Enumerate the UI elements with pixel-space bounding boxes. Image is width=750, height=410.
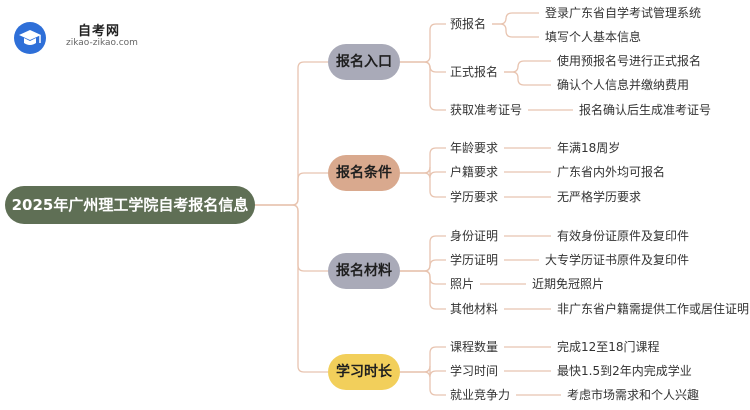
leaf-node: 近期免冠照片 (532, 277, 605, 291)
logo-name: 自考网 (78, 24, 121, 39)
leaf-node: 考虑市场需求和个人兴趣 (567, 388, 700, 402)
leaf-node: 填写个人基本信息 (545, 30, 642, 44)
sub-to-leaf-line (504, 60, 551, 73)
category-to-sub-line (400, 61, 446, 73)
sub-node: 户籍要求 (450, 165, 499, 179)
category-to-sub-line (400, 235, 446, 272)
leaf-node: 大专学历证书原件及复印件 (545, 253, 690, 267)
leaf-node: 完成12至18门课程 (557, 340, 660, 354)
leaf-node: 报名确认后生成准考证号 (579, 103, 712, 117)
sub-to-leaf-line (492, 12, 539, 25)
category-to-sub-line (400, 371, 446, 396)
leaf-node: 登录广东省自学考试管理系统 (545, 6, 702, 20)
sub-to-leaf-line (492, 23, 539, 38)
leaf-node: 广东省内外均可报名 (557, 165, 666, 179)
leaf-node: 有效身份证原件及复印件 (557, 229, 690, 243)
category-to-sub-line (400, 270, 446, 310)
sub-node: 学习时间 (450, 364, 499, 378)
sub-node: 预报名 (450, 17, 487, 31)
leaf-node: 年满18周岁 (557, 141, 621, 155)
sub-node: 就业竞争力 (450, 388, 511, 402)
leaf-node: 非广东省户籍需提供工作或居住证明 (557, 302, 750, 316)
leaf-node: 最快1.5到2年内完成学业 (557, 364, 692, 378)
sub-node: 获取准考证号 (450, 103, 523, 117)
sub-node: 正式报名 (450, 65, 499, 79)
sub-node: 学历要求 (450, 190, 499, 204)
category-to-sub-line (400, 147, 446, 174)
category-node: 报名条件 (328, 155, 400, 191)
category-node: 学习时长 (328, 354, 400, 390)
category-to-sub-line (400, 23, 446, 63)
logo-url: zikao-zikao.com (66, 38, 138, 48)
root-to-category-line (255, 204, 328, 272)
category-node: 报名入口 (328, 44, 400, 80)
category-to-sub-line (400, 61, 446, 111)
sub-node: 照片 (450, 277, 475, 291)
sub-node: 学历证明 (450, 253, 499, 267)
root-to-category-line (255, 204, 328, 373)
category-to-sub-line (400, 172, 446, 198)
root-to-category-line (255, 61, 328, 206)
sub-node: 身份证明 (450, 229, 499, 243)
category-node: 报名材料 (328, 253, 400, 289)
sub-to-leaf-line (504, 71, 551, 86)
sub-node: 课程数量 (450, 340, 499, 354)
root-to-category-line (255, 172, 328, 206)
category-to-sub-line (400, 259, 446, 272)
category-to-sub-line (400, 270, 446, 285)
category-to-sub-line (400, 346, 446, 373)
sub-node: 其他材料 (450, 302, 499, 316)
leaf-node: 使用预报名号进行正式报名 (557, 54, 702, 68)
sub-node: 年龄要求 (450, 141, 499, 155)
root-node: 2025年广州理工学院自考报名信息 (5, 186, 255, 224)
leaf-node: 确认个人信息并缴纳费用 (557, 78, 690, 92)
site-logo[interactable]: 自考网 zikao-zikao.com (14, 20, 154, 54)
graduation-cap-icon (14, 22, 46, 54)
leaf-node: 无严格学历要求 (557, 190, 642, 204)
